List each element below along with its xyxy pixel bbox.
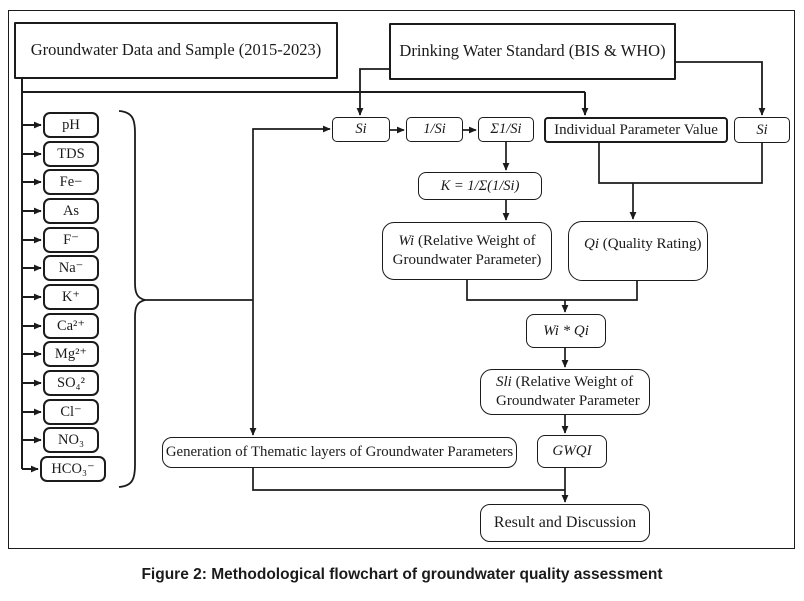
parameter-box-no3: NO₃ — [43, 427, 99, 453]
connector-wiqi-merge — [466, 280, 638, 313]
label-segment: (Quality Rating) — [599, 236, 702, 252]
parameter-box-na: Na⁻ — [43, 255, 99, 281]
si-right-box: Si — [734, 117, 790, 143]
connector-quality-merge — [598, 143, 763, 220]
result-discussion-box: Result and Discussion — [480, 504, 650, 542]
parameter-box-so4: SO₄² — [43, 370, 99, 396]
connector-brace-branches — [145, 125, 331, 436]
parameter-box-ca: Ca²⁺ — [43, 313, 99, 339]
parameters-brace — [118, 110, 146, 488]
qi-quality-rating-box: Qi (Quality Rating) — [568, 221, 708, 281]
label-segment-italic: Sli — [496, 374, 512, 391]
parameter-box-fe: Fe− — [43, 169, 99, 195]
parameter-box-cl: Cl⁻ — [43, 399, 99, 425]
label-line: Groundwater Parameter — [496, 392, 649, 411]
figure-border — [8, 10, 795, 549]
figure-caption: Figure 2: Methodological flowchart of gr… — [141, 566, 663, 583]
connector-groundwater-feed — [21, 79, 585, 473]
connector-weight-chain — [390, 126, 510, 221]
groundwater-data-box: Groundwater Data and Sample (2015-2023) — [14, 22, 338, 79]
individual-parameter-value-box: Individual Parameter Value — [544, 117, 728, 143]
sum-inverse-si-box: Σ1/Si — [478, 117, 534, 142]
thematic-layers-box: Generation of Thematic layers of Groundw… — [162, 437, 517, 468]
label-line: Sli (Relative Weight of — [496, 373, 649, 392]
gwqi-box: GWQI — [537, 435, 607, 468]
label-segment: (Relative Weight of — [414, 233, 536, 250]
label-segment-italic: Qi — [584, 236, 599, 252]
parameter-box-mg: Mg²⁺ — [43, 341, 99, 367]
label-segment-italic: Wi — [398, 233, 415, 250]
k-formula-box: K = 1/Σ(1/Si) — [418, 172, 542, 200]
label-line: Wi (Relative Weight of — [383, 232, 551, 251]
parameter-box-hco3: HCO₃⁻ — [40, 456, 106, 482]
connector-drinking-outputs — [356, 61, 766, 116]
parameter-box-as: As — [43, 198, 99, 224]
connector-generation-to-result — [252, 468, 565, 491]
label-line: Qi (Quality Rating) — [584, 235, 707, 254]
label-segment: Groundwater Parameter) — [392, 252, 542, 268]
parameter-box-ph: pH — [43, 112, 99, 138]
parameter-box-tds: TDS — [43, 141, 99, 167]
label-segment: Groundwater Parameter — [496, 393, 640, 409]
label-line: Groundwater Parameter) — [383, 251, 551, 270]
inverse-si-box: 1/Si — [406, 117, 463, 142]
parameter-box-f: F⁻ — [43, 227, 99, 253]
parameter-box-k: K⁺ — [43, 284, 99, 310]
si-left-box: Si — [332, 117, 390, 142]
drinking-standard-box: Drinking Water Standard (BIS & WHO) — [389, 23, 676, 80]
wi-times-qi-box: Wi * Qi — [526, 314, 606, 348]
label-segment: (Relative Weight of — [511, 374, 634, 391]
